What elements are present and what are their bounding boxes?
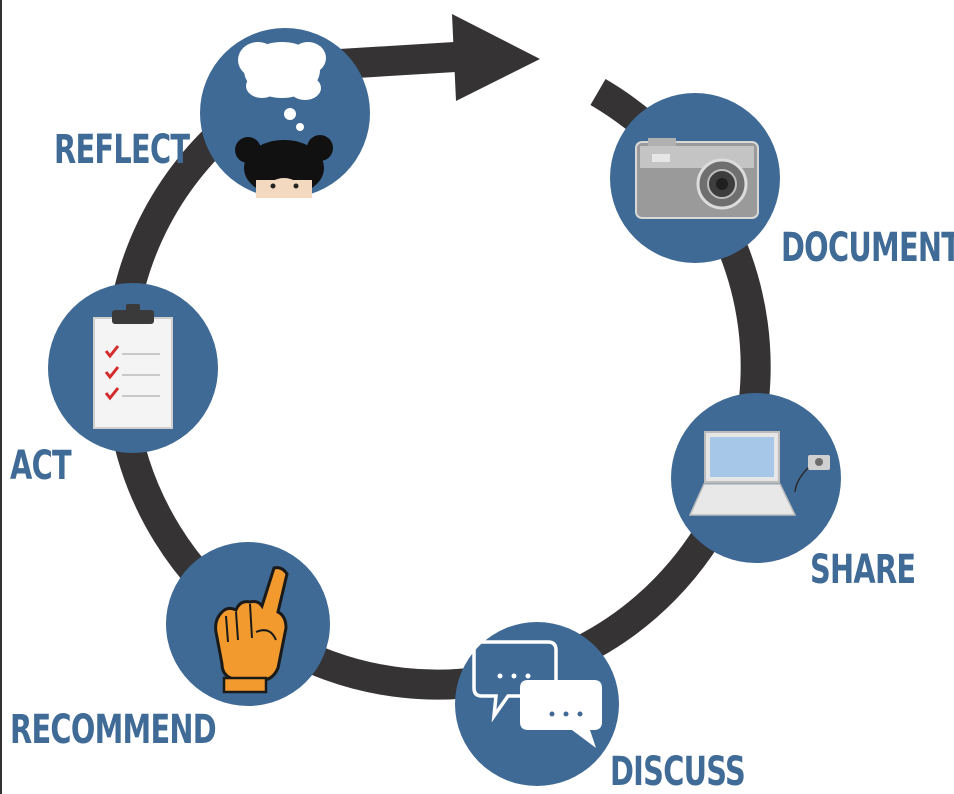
cycle-ring: [104, 49, 771, 700]
share-label: SHARE: [810, 547, 916, 593]
discuss-label: DISCUSS: [610, 749, 746, 794]
cycle-arrowhead: [452, 14, 540, 101]
cycle-arrow-shaft: [339, 42, 456, 79]
recommend-label: RECOMMEND: [10, 707, 217, 753]
document-label: DOCUMENT: [781, 225, 954, 271]
thinking-girl-icon: [235, 42, 333, 198]
left-border: [0, 0, 2, 794]
clipboard-checklist-icon: [93, 304, 173, 429]
reflect-label: REFLECT: [54, 127, 190, 173]
camera-icon: [635, 138, 759, 219]
laptop-icon: [688, 431, 830, 516]
act-label: ACT: [10, 443, 72, 489]
speech-bubbles-icon: [472, 640, 602, 748]
pointing-hand-icon: [214, 566, 289, 694]
